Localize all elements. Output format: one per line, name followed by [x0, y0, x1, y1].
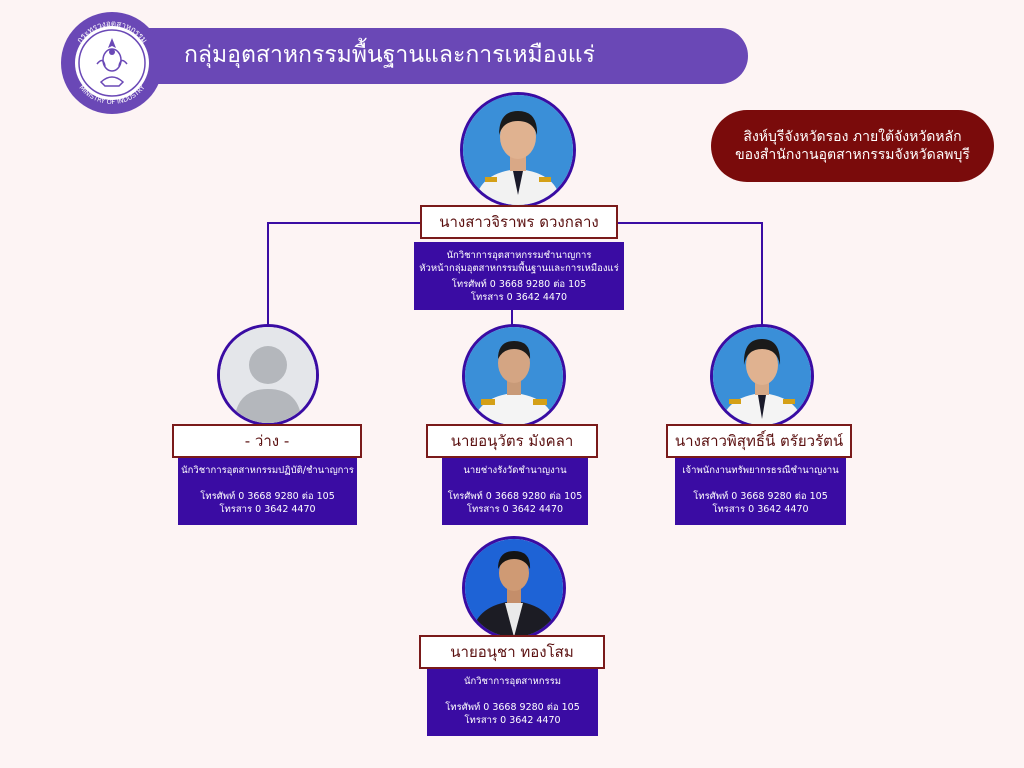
info-box-center: นายช่างรังวัดชำนาญงาน โทรศัพท์ 0 3668 92…	[442, 458, 588, 525]
logo-ring-text: กระทรวงอุตสาหกรรม MINISTRY OF INDUSTRY	[75, 19, 149, 106]
info-box-right: เจ้าพนักงานทรัพยากรธรณีชำนาญงาน โทรศัพท์…	[675, 458, 846, 525]
logo-bottom-text: MINISTRY OF INDUSTRY	[77, 84, 146, 106]
logo-emblem	[75, 26, 149, 100]
note-line-2: ของสำนักงานอุตสาหกรรมจังหวัดลพบุรี	[735, 147, 970, 163]
photo-right	[710, 324, 814, 428]
staff-name-right: นางสาวพิสุทธิ์นี ตรัยวรัตน์	[674, 432, 844, 450]
page-title: กลุ่มอุตสาหกรรมพื้นฐานและการเหมืองแร่	[184, 42, 595, 68]
person-photo-icon	[713, 327, 811, 425]
info-box-left: นักวิชาการอุตสาหกรรมปฏิบัติ/ชำนาญการ โทร…	[178, 458, 357, 525]
staff-title-head-2: หัวหน้ากลุ่มอุตสาหกรรมพื้นฐานและการเหมือ…	[419, 263, 619, 274]
staff-name-head: นางสาวจิราพร ดวงกลาง	[439, 213, 599, 231]
ministry-logo: กระทรวงอุตสาหกรรม MINISTRY OF INDUSTRY	[61, 12, 163, 114]
staff-name-center: นายอนุวัตร มังคลา	[450, 432, 574, 450]
name-box-bottom: นายอนุชา ทองโสม	[419, 635, 605, 669]
staff-name-bottom: นายอนุชา ทองโสม	[450, 643, 574, 661]
staff-fax-center: โทรสาร 0 3642 4470	[466, 504, 564, 515]
province-note: สิงห์บุรีจังหวัดรอง ภายใต้จังหวัดหลัก ขอ…	[711, 110, 994, 182]
person-photo-icon	[463, 95, 573, 205]
info-box-bottom: นักวิชาการอุตสาหกรรม โทรศัพท์ 0 3668 928…	[427, 669, 598, 736]
svg-text:MINISTRY OF INDUSTRY: MINISTRY OF INDUSTRY	[77, 84, 146, 106]
staff-fax-left: โทรสาร 0 3642 4470	[219, 504, 316, 515]
avatar-placeholder-icon	[220, 327, 316, 423]
staff-phone-bottom: โทรศัพท์ 0 3668 9280 ต่อ 105	[445, 702, 580, 713]
staff-fax-bottom: โทรสาร 0 3642 4470	[464, 715, 561, 726]
svg-text:กระทรวงอุตสาหกรรม: กระทรวงอุตสาหกรรม	[75, 19, 149, 45]
note-line-1: สิงห์บุรีจังหวัดรอง ภายใต้จังหวัดหลัก	[743, 129, 962, 145]
staff-fax-right: โทรสาร 0 3642 4470	[712, 504, 809, 515]
staff-title-left: นักวิชาการอุตสาหกรรมปฏิบัติ/ชำนาญการ	[181, 465, 354, 476]
name-box-center: นายอนุวัตร มังคลา	[426, 424, 598, 458]
staff-title-bottom: นักวิชาการอุตสาหกรรม	[463, 676, 562, 687]
photo-bottom	[462, 536, 566, 640]
person-photo-icon	[465, 539, 563, 637]
photo-center	[462, 324, 566, 428]
photo-vacant	[217, 324, 319, 426]
person-photo-icon	[465, 327, 563, 425]
logo-top-text: กระทรวงอุตสาหกรรม	[75, 19, 149, 45]
name-box-head: นางสาวจิราพร ดวงกลาง	[420, 205, 618, 239]
staff-title-right: เจ้าพนักงานทรัพยากรธรณีชำนาญงาน	[682, 465, 839, 476]
name-box-left: - ว่าง -	[172, 424, 362, 458]
staff-fax-head: โทรสาร 0 3642 4470	[470, 292, 568, 303]
staff-name-left: - ว่าง -	[244, 432, 290, 450]
staff-title-head-1: นักวิชาการอุตสาหกรรมชำนาญการ	[446, 250, 592, 261]
staff-phone-head: โทรศัพท์ 0 3668 9280 ต่อ 105	[451, 279, 587, 290]
staff-phone-right: โทรศัพท์ 0 3668 9280 ต่อ 105	[693, 491, 828, 502]
info-box-head: นักวิชาการอุตสาหกรรมชำนาญการ หัวหน้ากลุ่…	[414, 242, 624, 310]
emblem-icon	[78, 29, 146, 97]
staff-title-center: นายช่างรังวัดชำนาญงาน	[463, 465, 567, 476]
staff-phone-left: โทรศัพท์ 0 3668 9280 ต่อ 105	[200, 491, 335, 502]
photo-head	[460, 92, 576, 208]
staff-phone-center: โทรศัพท์ 0 3668 9280 ต่อ 105	[447, 491, 583, 502]
header-bar: กลุ่มอุตสาหกรรมพื้นฐานและการเหมืองแร่	[118, 28, 748, 84]
name-box-right: นางสาวพิสุทธิ์นี ตรัยวรัตน์	[666, 424, 852, 458]
